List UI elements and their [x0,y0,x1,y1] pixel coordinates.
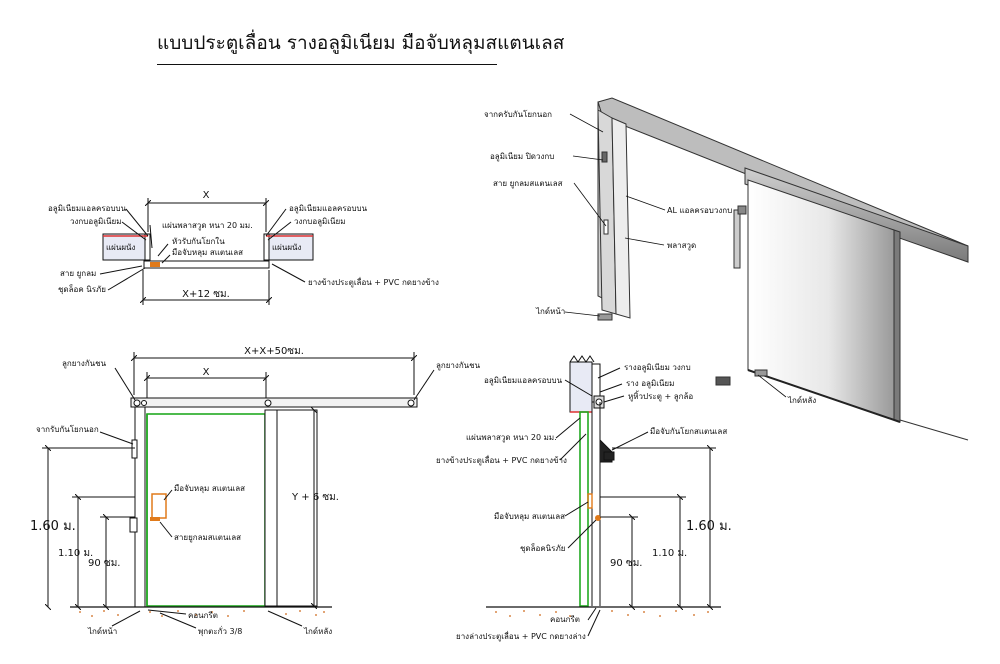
elev-handle [151,493,167,519]
iso-label-front-guide: ไกด์หน้า [535,306,565,316]
plan-wall-panel-right [267,233,314,261]
iso-label-al-frame-cover: อลูมิเนียม ปิดวงกบ [490,152,554,162]
elev-label-bumper-right: ลูกยางกันชน [436,361,481,371]
plan-label-handle: มือจับหลุม สแตนเลส [172,248,243,257]
sec-label-hanger: หูหิ้วประตู + ลูกล้อ [628,390,693,402]
elev-label-strap: สายยูกลมสแตนเลส [174,533,241,543]
plan-label-panel-left: แผ่นผนัง [106,243,135,252]
sec-label-rail: ราง อลูมิเนียม [626,379,674,389]
sec-label-stop: มือจับกันโยกสแตนเลส [650,426,727,436]
elev-dim-110: 1.10 ม. [58,548,93,559]
plan-dim-x12: X+12 ซม. [182,289,230,300]
page-title: แบบประตูเลื่อน รางอลูมิเนียม มือจับหลุมส… [157,28,564,65]
iso-label-plastic: พลาสวูด [667,241,696,251]
iso-leaders [564,113,787,398]
sec-label-handle: มือจับหลุม สแตนเลส [494,512,565,521]
elev-left-jamb [134,406,146,608]
elev-label-back-guide: ไกด์หลัง [303,626,332,636]
plan-label-frame-left: วงกบอลูมิเนียม [70,217,121,227]
iso-view [597,97,969,441]
sec-dim-110: 1.10 ม. [652,548,687,559]
elev-right-panel [276,409,318,607]
plan-label-al-cover-right: อลูมิเนียมแอลครอบบน [289,204,368,214]
sec-dim-160: 1.60 ม. [686,519,732,534]
elev-top-rail [130,397,418,408]
iso-label-strap: สาย ยูกลมสแตนเลส [493,179,563,189]
plan-label-pull-strap: สาย ยูกลม [60,269,96,279]
sec-door-leaf [579,411,589,607]
iso-stop [733,209,741,269]
iso-label-back-guide: ไกด์หลัง [787,395,816,405]
elev-outer-stop [131,439,138,459]
sec-lock [595,515,601,521]
plan-label-gasket: ยางข้างประตูเลื่อน + PVC กดยางข้าง [308,276,439,288]
plan-label-door-stop-head: หัวรับกันโยกใน [172,236,225,246]
elev-dim-y6: Y + 6 ซม. [291,492,339,503]
elev-dim-160: 1.60 ม. [30,519,76,534]
iso-label-al-l-frame: AL แอลครอบวงกบ [667,206,732,215]
sec-label-bottom-gasket: ยางล่างประตูเลื่อน + PVC กดยางล่าง [456,630,586,642]
plan-handle [150,262,160,267]
plan-label-safety-lock: ชุดล็อค นิรภัย [58,284,106,294]
sec-wall-panel [569,361,593,413]
elevation [42,352,435,629]
iso-back-guide-block [715,376,731,386]
elevation-text: X+X+50ซม. X Y + 6 ซม. 1.60 ม. 1.10 ม. 90… [30,346,481,636]
elev-label-front-guide: ไกด์หน้า [87,626,117,636]
elev-floor-dots [79,610,325,617]
elev-door-leaf [146,413,266,607]
sec-floor-dots [495,610,709,617]
plan-door-leaf [143,260,270,269]
elev-label-outer-stop: จากรับกันโยกนอก [36,424,99,434]
elev-label-concrete: คอนกรีต [188,611,218,620]
sec-dim-90: 90 ซม. [610,558,642,569]
sec-label-rail-frame: รางอลูมิเนียม วงกบ [624,363,691,373]
section [486,355,721,637]
plan-view-text: X X+12 ซม. อลูมิเนียมแอลครอบบน วงกบอลูมิ… [48,190,439,300]
sec-handle [587,493,593,509]
elev-label-bumper-left: ลูกยางกันชน [62,359,107,369]
elev-label-anchor: พุกตะกั่ว 3/8 [198,625,242,636]
plan-label-frame-right: วงกบอลูมิเนียม [294,217,345,227]
plan-view [99,198,314,305]
sec-label-plastic: แผ่นพลาสวูด หนา 20 มม. [466,433,557,443]
iso-text: จากครับกันโยกนอก อลูมิเนียม ปิดวงกบ สาย … [484,109,816,405]
sec-label-side-gasket: ยางข้างประตูเลื่อน + PVC กดยางข้าง [436,454,567,466]
plan-dim-x: X [203,190,210,201]
elev-dim-x: X [203,367,210,378]
plan-label-al-cover-left: อลูมิเนียมแอลครอบบน [48,204,127,214]
sec-label-concrete: คอนกรีต [550,615,580,624]
sec-label-al-cover: อลูมิเนียมแอลครอบบน [484,376,563,386]
plan-label-plastic-sheet: แผ่นพลาสวูด หนา 20 มม. [162,221,253,231]
plan-label-panel-right: แผ่นผนัง [272,243,301,252]
elev-dim-90: 90 ซม. [88,558,120,569]
elev-label-handle: มือจับหลุม สแตนเลส [174,484,245,493]
iso-rail [744,167,969,263]
iso-label-outer-stop: จากครับกันโยกนอก [484,109,552,119]
elev-center-jamb [264,409,278,607]
sec-label-lock: ชุดล็อคนิรภัย [520,543,565,553]
iso-front-guide [597,313,613,321]
elev-strap [129,517,138,533]
section-text: รางอลูมิเนียม วงกบ อลูมิเนียมแอลครอบบน ร… [436,363,732,642]
elev-dim-total: X+X+50ซม. [244,346,304,357]
